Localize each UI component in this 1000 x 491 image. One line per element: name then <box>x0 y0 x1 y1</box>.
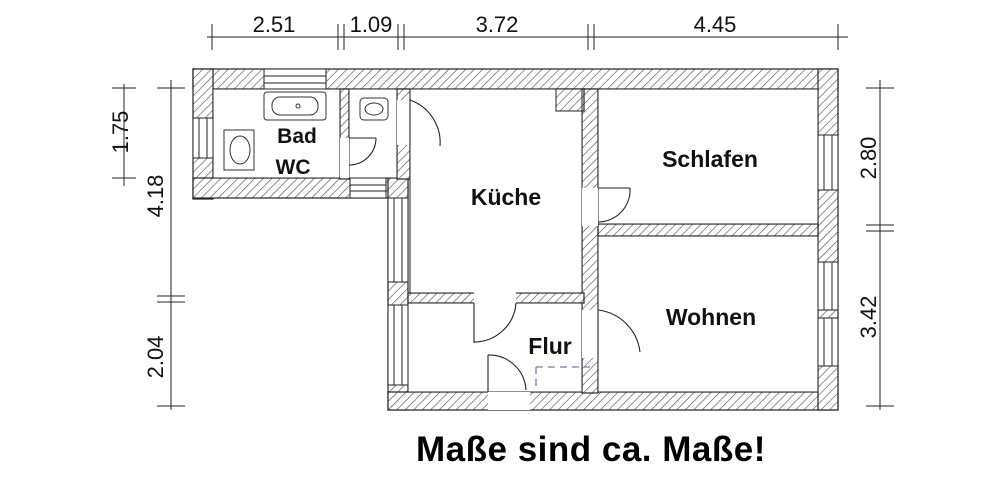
room-label-wc: WC <box>276 156 311 179</box>
room-label-schlafen: Schlafen <box>662 146 758 172</box>
door-swings <box>348 99 641 392</box>
dimension-lines <box>112 24 894 410</box>
dim-left-1: 1.75 <box>108 111 133 154</box>
room-label-bad: Bad <box>277 125 317 148</box>
bath-fixtures <box>223 91 389 171</box>
dim-top-4: 4.45 <box>694 12 737 37</box>
dim-top-3: 3.72 <box>476 12 519 37</box>
dim-top-2: 1.09 <box>350 12 393 37</box>
room-label-flur: Flur <box>528 333 571 359</box>
windows <box>192 68 839 386</box>
dim-left-2: 4.18 <box>143 175 168 218</box>
door-openings <box>340 100 598 410</box>
disclaimer-note: Maße sind ca. Maße! <box>416 430 766 469</box>
dim-right-2: 3.42 <box>856 296 881 339</box>
room-label-kueche: Küche <box>471 184 541 210</box>
dim-right-1: 2.80 <box>856 137 881 180</box>
dim-top-1: 2.51 <box>253 12 296 37</box>
dashed-line <box>535 366 590 392</box>
room-label-wohnen: Wohnen <box>666 304 756 330</box>
dim-left-3: 2.04 <box>143 336 168 379</box>
